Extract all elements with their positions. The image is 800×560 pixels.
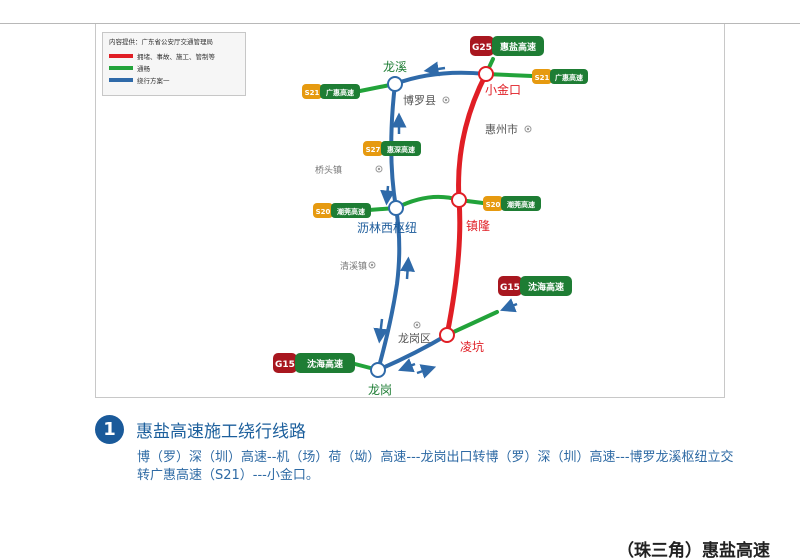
qiaotou-dot — [377, 167, 381, 171]
badge-s27: S27 惠深高速 — [363, 141, 421, 156]
legend-label: 绕行方案一 — [137, 77, 170, 85]
legend-label: 通畅 — [137, 65, 150, 73]
badge-s21-right: S21 广惠高速 — [532, 69, 588, 84]
node-xiaojinkou — [478, 66, 494, 82]
node-lingkeng — [439, 327, 455, 343]
s20-lilin-zhenlong-link — [394, 194, 461, 210]
badge-g25-code: G25 — [472, 43, 492, 53]
junction-nodes — [370, 66, 494, 378]
longgang-district-marker — [413, 321, 421, 329]
arrow-1 — [398, 358, 416, 373]
badge-g15-right-code: G15 — [500, 283, 520, 293]
section-title: 惠盐高速施工绕行线路 — [136, 421, 306, 442]
detour-longxi-xiaojinkou — [393, 70, 488, 86]
qingxi-dot — [370, 263, 374, 267]
badge-s27-code: S27 — [366, 146, 381, 154]
place-huizhou: 惠州市 — [485, 122, 518, 136]
badge-g25-name: 惠盐高速 — [500, 41, 536, 53]
badge-s20-left: S20 潮莞高速 — [313, 203, 371, 218]
label-lilin: 沥林西枢纽 — [357, 220, 417, 235]
badge-s21-left-name: 广惠高速 — [326, 88, 354, 97]
qiaotou-marker — [375, 165, 383, 173]
legend-swatch-green — [109, 66, 133, 70]
arrow-6 — [423, 61, 446, 77]
place-qingxi: 清溪镇 — [340, 260, 367, 272]
arrow-3 — [400, 256, 415, 280]
node-zhenlong — [451, 192, 467, 208]
label-longgang: 龙岗 — [368, 383, 392, 397]
badge-s20-right-code: S20 — [486, 201, 501, 209]
detour-arrows — [373, 61, 518, 379]
badge-g15-right: G15 沈海高速 — [498, 276, 572, 296]
legend-item-clear: 通畅 — [109, 62, 239, 74]
top-divider — [0, 23, 800, 24]
badge-g15-left-name: 沈海高速 — [307, 358, 343, 370]
badge-s21-left-code: S21 — [305, 89, 320, 97]
place-boluo: 博罗县 — [403, 94, 436, 107]
badge-g15-left-code: G15 — [275, 360, 295, 370]
route-description: 博（罗）深（圳）高速--机（场）荷（坳）高速---龙岗出口转博（罗）深（圳）高速… — [137, 450, 734, 483]
arrow-7 — [416, 364, 437, 379]
legend-item-congested: 拥堵、事故、施工、管制等 — [109, 50, 239, 62]
node-lilin — [388, 200, 404, 216]
legend-source: 内容提供：广东省公安厅交通管理局 — [109, 38, 213, 46]
place-qiaotou: 桥头镇 — [315, 164, 342, 176]
label-longxi: 龙溪 — [383, 60, 407, 74]
route-map: 龙溪 小金口 镇隆 沥林西枢纽 凌坑 龙岗 博罗县 惠州市 桥头镇 清溪镇 龙岗… — [273, 36, 588, 397]
badge-g25: G25 惠盐高速 — [470, 36, 544, 56]
place-longgang-district: 龙岗区 — [398, 332, 431, 345]
label-xiaojinkou: 小金口 — [485, 82, 521, 97]
legend-swatch-blue — [109, 78, 133, 82]
node-longgang — [370, 362, 386, 378]
badge-s20-left-name: 潮莞高速 — [337, 207, 365, 216]
node-longxi — [387, 76, 403, 92]
legend-swatch-red — [109, 54, 133, 58]
badge-s21-right-code: S21 — [535, 74, 550, 82]
legend-label: 拥堵、事故、施工、管制等 — [137, 53, 215, 61]
section-number-badge: 1 — [95, 414, 124, 444]
arrow-2 — [373, 318, 389, 344]
g15-right-link — [445, 310, 499, 337]
detour-longgang-lilin — [376, 206, 402, 372]
qingxi-marker — [368, 261, 376, 269]
badge-s21-left: S21 广惠高速 — [302, 84, 360, 99]
arrow-8 — [500, 298, 518, 313]
badge-s20-right-name: 潮莞高速 — [507, 200, 535, 209]
badge-s21-right-name: 广惠高速 — [555, 73, 583, 82]
footer-title: （珠三角）惠盐高速 — [617, 541, 770, 560]
section-heading: 1 惠盐高速施工绕行线路 — [95, 413, 306, 445]
badge-s20-right: S20 潮莞高速 — [483, 196, 541, 211]
boluo-marker — [442, 96, 450, 104]
city-markers — [368, 96, 532, 329]
badge-g15-right-name: 沈海高速 — [528, 281, 564, 293]
huizhou-dot — [526, 127, 530, 131]
huizhou-marker — [524, 125, 532, 133]
label-zhenlong: 镇隆 — [466, 218, 490, 233]
legend-item-detour: 绕行方案一 — [109, 74, 239, 86]
longgang-district-dot — [415, 323, 419, 327]
boluo-dot — [444, 98, 448, 102]
arrow-4 — [380, 185, 396, 206]
label-lingkeng: 凌坑 — [460, 339, 484, 354]
badge-s20-left-code: S20 — [316, 208, 331, 216]
badge-s27-name: 惠深高速 — [387, 145, 415, 154]
badge-g15-left: G15 沈海高速 — [273, 353, 355, 373]
map-legend: 内容提供：广东省公安厅交通管理局 拥堵、事故、施工、管制等 通畅 绕行方案一 — [102, 32, 246, 96]
